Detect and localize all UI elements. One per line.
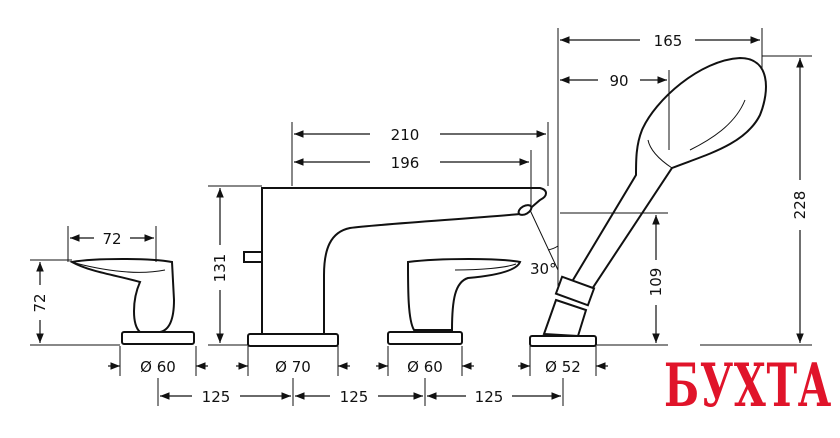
dim-109-label: 109 bbox=[647, 268, 665, 297]
spacing-1-label: 125 bbox=[202, 388, 231, 406]
watermark-logo: БУХТА bbox=[656, 346, 840, 421]
dia-60-left-label: Ø 60 bbox=[140, 358, 176, 376]
dim-196-label: 196 bbox=[391, 154, 420, 172]
diameter-70: Ø 70 bbox=[236, 346, 350, 376]
dimension-228: 228 bbox=[700, 55, 812, 346]
dia-70-label: Ø 70 bbox=[275, 358, 311, 376]
dim-72-top-label: 72 bbox=[102, 230, 121, 248]
watermark-text: БУХТА bbox=[664, 351, 832, 421]
diameter-60-right: Ø 60 bbox=[376, 346, 474, 376]
dimension-90: 90 bbox=[560, 70, 670, 150]
dimension-109: 109 bbox=[560, 212, 668, 346]
spacing-3-label: 125 bbox=[475, 388, 504, 406]
dia-60-right-label: Ø 60 bbox=[407, 358, 443, 376]
diameter-52: Ø 52 bbox=[518, 346, 608, 376]
dim-210-label: 210 bbox=[391, 126, 420, 144]
dimension-210: 210 bbox=[291, 122, 549, 186]
spacing-dimensions: 125 125 125 bbox=[157, 378, 564, 406]
dim-228-label: 228 bbox=[791, 191, 809, 220]
dimension-196: 196 bbox=[294, 150, 532, 210]
dimension-131: 131 bbox=[208, 185, 262, 346]
spout bbox=[243, 187, 547, 347]
right-handle bbox=[387, 258, 522, 345]
dia-52-label: Ø 52 bbox=[545, 358, 581, 376]
dim-90-label: 90 bbox=[609, 72, 628, 90]
spacing-2-label: 125 bbox=[340, 388, 369, 406]
dim-131-label: 131 bbox=[211, 254, 229, 283]
dim-72-side-label: 72 bbox=[31, 293, 49, 312]
dim-165-label: 165 bbox=[654, 32, 683, 50]
dimension-72-top: 72 bbox=[67, 226, 157, 262]
diameter-60-left: Ø 60 bbox=[108, 346, 208, 376]
angle-30-label: 30° bbox=[530, 260, 557, 278]
angle-30: 30° bbox=[529, 209, 559, 278]
left-handle bbox=[69, 258, 195, 345]
hand-shower bbox=[529, 56, 767, 347]
dimension-72-side: 72 bbox=[30, 259, 120, 346]
